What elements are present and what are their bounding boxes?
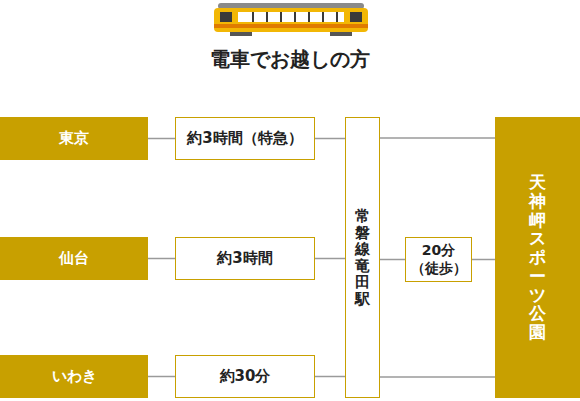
window-bar (252, 12, 254, 22)
window-bar (266, 12, 268, 22)
connector-line (148, 138, 175, 140)
duration-box: 約3時間（特急） (175, 117, 315, 160)
box-label: 約3時間（特急） (187, 129, 302, 148)
box-label: 常磐線竜田駅 (355, 208, 370, 307)
origin-box: いわき (0, 355, 148, 398)
window-bar (294, 12, 296, 22)
duration-box: 約3時間 (175, 237, 315, 280)
train-window-band (238, 12, 344, 22)
window-bar (322, 12, 324, 22)
walk-box: 20分 （徒歩） (405, 237, 472, 282)
box-label: いわき (52, 367, 97, 386)
duration-box: 約30分 (175, 355, 315, 398)
origin-box: 仙台 (0, 237, 148, 280)
window-bar (280, 12, 282, 22)
box-label: 仙台 (59, 249, 89, 268)
box-label: 東京 (59, 129, 89, 148)
origin-box: 東京 (0, 117, 148, 160)
connector-line (315, 138, 345, 140)
box-label: 約3時間 (217, 249, 272, 268)
station-box: 常磐線竜田駅 (345, 117, 380, 398)
connector-line (380, 376, 495, 378)
train-wheels (330, 32, 352, 36)
connector-line (148, 258, 175, 260)
train-window-bars (252, 12, 338, 22)
train-wheels (230, 32, 252, 36)
connector-line (315, 376, 345, 378)
destination-box: 天神岬スポーツ公園 (495, 117, 580, 398)
train-window (220, 12, 232, 22)
train-stripe (214, 24, 368, 28)
connector-line (472, 259, 495, 261)
box-label: 20分 （徒歩） (410, 242, 467, 277)
box-label: 約30分 (220, 367, 271, 386)
train-icon (214, 3, 368, 36)
train-window (350, 12, 362, 22)
window-bar (308, 12, 310, 22)
connector-line (315, 258, 345, 260)
connector-line (380, 137, 495, 139)
window-bar (336, 12, 338, 22)
connector-line (380, 259, 405, 261)
page-title: 電車でお越しの方 (0, 46, 580, 73)
train-body (214, 8, 368, 32)
connector-line (148, 376, 175, 378)
box-label: 天神岬スポーツ公園 (529, 173, 546, 341)
